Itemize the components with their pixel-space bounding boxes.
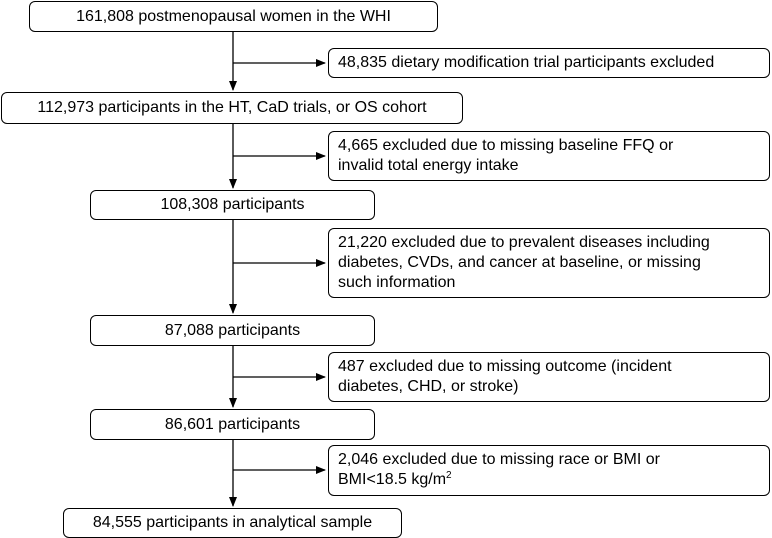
exclusion-5-line-2: BMI<18.5 kg/m2 [338,470,760,490]
exclusion-3-line-1: 21,220 excluded due to prevalent disease… [338,234,710,251]
step-label-6: 84,555 participants in analytical sample [92,514,373,531]
exclusion-box-4: 487 excluded due to missing outcome (inc… [328,352,770,402]
exclusion-box-3: 21,220 excluded due to prevalent disease… [328,228,770,298]
step-box-1: 161,808 postmenopausal women in the WHI [29,1,438,32]
exclusion-4-line-2: diabetes, CHD, or stroke) [338,378,519,395]
step-label-1: 161,808 postmenopausal women in the WHI [76,7,391,25]
exclusion-5-bmi-text: BMI<18.5 kg/m [338,471,447,488]
exclusion-3-line-2: diabetes, CVDs, and cancer at baseline, … [338,254,701,271]
exclusion-5-superscript: 2 [446,470,452,481]
exclusion-box-5: 2,046 excluded due to missing race or BM… [328,445,770,496]
exclusion-4-line-1: 487 excluded due to missing outcome (inc… [338,358,672,375]
step-label-5: 86,601 participants [164,415,301,433]
exclusion-box-1: 48,835 dietary modification trial partic… [328,48,770,78]
exclusion-2-line-2: invalid total energy intake [338,157,519,174]
exclusion-5-line-1: 2,046 excluded due to missing race or BM… [338,451,660,468]
step-label-4: 87,088 participants [164,321,301,339]
step-box-2: 112,973 participants in the HT, CaD tria… [1,92,463,124]
exclusion-box-2: 4,665 excluded due to missing baseline F… [328,131,770,181]
step-box-6: 84,555 participants in analytical sample [63,508,402,538]
exclusion-3-line-3: such information [338,274,456,291]
exclusion-2-line-1: 4,665 excluded due to missing baseline F… [338,137,674,154]
step-label-3: 108,308 participants [160,196,305,213]
step-box-4: 87,088 participants [90,315,375,346]
exclusion-1-line-1: 48,835 dietary modification trial partic… [338,54,715,71]
step-label-2: 112,973 participants in the HT, CaD tria… [37,99,427,116]
step-box-3: 108,308 participants [90,190,375,220]
step-box-5: 86,601 participants [90,409,375,440]
